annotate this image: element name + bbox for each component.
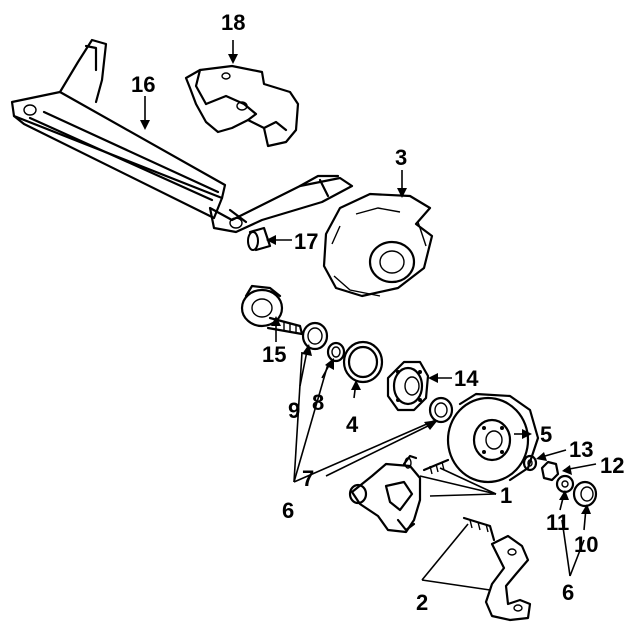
callout-5: 5 (540, 422, 552, 447)
callout-12: 12 (600, 453, 624, 478)
wheel-spindle (240, 284, 304, 336)
grease-cap (572, 480, 598, 508)
callout-4: 4 (346, 412, 359, 437)
callout-1: 1 (500, 483, 512, 508)
callout-6-left: 6 (282, 498, 294, 523)
callout-10: 10 (574, 532, 598, 557)
outer-bearing-race (428, 396, 454, 424)
callout-13: 13 (569, 437, 593, 462)
mounting-bracket (184, 64, 300, 148)
callout-6-right: 6 (562, 580, 574, 605)
callout-17: 17 (294, 229, 318, 254)
callout-15: 15 (262, 342, 286, 367)
callout-labels: 18 16 3 17 15 14 9 8 4 5 13 12 7 1 6 11 … (131, 10, 624, 615)
nut-lock (555, 474, 575, 494)
callout-14: 14 (454, 366, 479, 391)
axle-bushing (247, 226, 272, 252)
inner-grease-seal (301, 321, 329, 351)
callout-3: 3 (395, 145, 407, 170)
caliper-mounting-bracket (462, 516, 532, 622)
callout-9: 9 (288, 398, 300, 423)
callout-11: 11 (546, 510, 569, 535)
rear-axle-beam (10, 38, 354, 234)
brake-backing-plate (322, 192, 434, 298)
brake-caliper (348, 454, 450, 534)
callout-16: 16 (131, 72, 155, 97)
hub-seal-ring (342, 340, 384, 384)
wheel-hub (386, 360, 430, 412)
inner-wheel-bearing (326, 341, 346, 363)
callout-2: 2 (416, 590, 428, 615)
callout-18: 18 (221, 10, 245, 35)
spindle-nut (540, 460, 560, 482)
callout-7: 7 (302, 466, 314, 491)
callout-8: 8 (312, 390, 324, 415)
washer (522, 454, 538, 472)
brake-disc-rotor (446, 392, 540, 484)
leader-lines (140, 40, 597, 591)
